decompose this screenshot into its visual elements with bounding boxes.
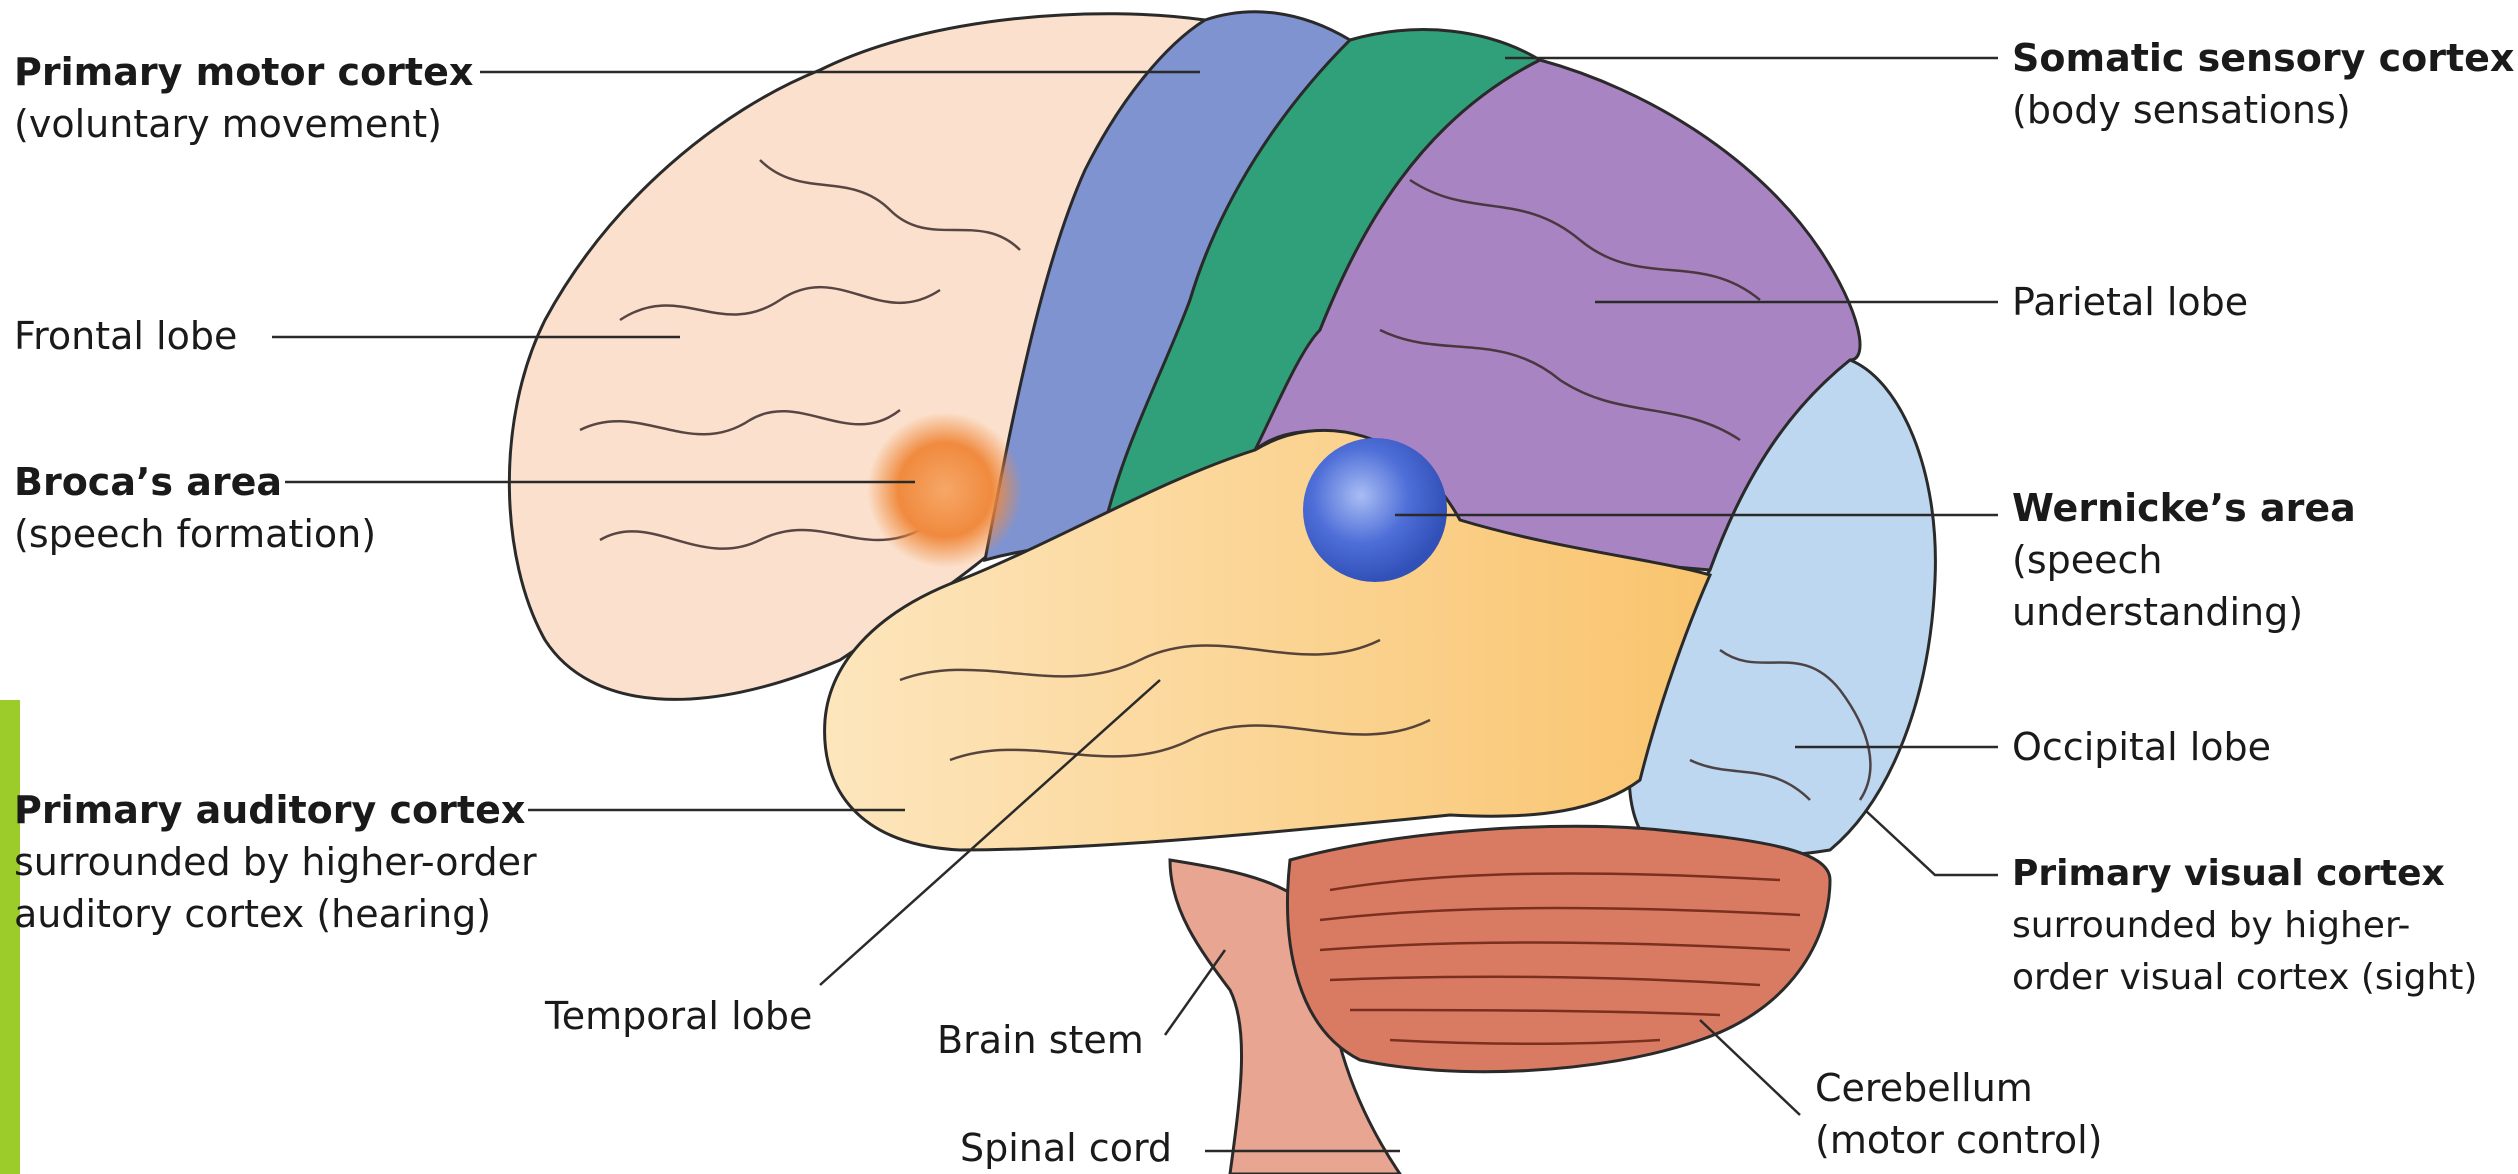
label-occipital-lobe: Occipital lobe [2012, 721, 2271, 773]
leader-temporal [819, 679, 1161, 986]
label-brain-stem-title: Brain stem [937, 1018, 1144, 1062]
label-temporal-lobe: Temporal lobe [545, 990, 812, 1042]
label-primary-motor-sub: (voluntary movement) [14, 102, 443, 146]
cerebellum-folia [1319, 872, 1801, 1045]
label-primary-auditory: Primary auditory cortex surrounded by hi… [14, 784, 537, 940]
label-brain-stem: Brain stem [937, 1014, 1144, 1066]
label-broca: Broca’s area (speech formation) [14, 456, 376, 560]
label-primary-motor: Primary motor cortex (voluntary movement… [14, 46, 473, 150]
label-frontal-lobe-title: Frontal lobe [14, 314, 238, 358]
broca-area-marker [867, 412, 1023, 568]
label-occipital-lobe-title: Occipital lobe [2012, 725, 2272, 769]
leader-cerebellum [1699, 1019, 1801, 1116]
cortex-gyri [579, 159, 1872, 801]
label-cerebellum-sub: (motor control) [1815, 1118, 2103, 1162]
temporal-lobe [823, 429, 1713, 852]
label-parietal-lobe-title: Parietal lobe [2012, 280, 2249, 324]
label-primary-auditory-sub2: auditory cortex (hearing) [14, 892, 492, 936]
label-broca-sub: (speech formation) [14, 512, 377, 556]
label-spinal-cord: Spinal cord [960, 1122, 1172, 1174]
leader-visual [1864, 809, 1998, 877]
label-primary-visual-sub2: order visual cortex (sight) [2012, 957, 2478, 998]
label-parietal-lobe: Parietal lobe [2012, 276, 2248, 328]
label-primary-auditory-title: Primary auditory cortex [14, 788, 526, 832]
label-somatic-sensory: Somatic sensory cortex (body sensations) [2012, 32, 2514, 136]
label-cerebellum-title: Cerebellum [1815, 1066, 2033, 1110]
label-wernicke: Wernicke’s area (speech understanding) [2012, 482, 2356, 638]
leader-lines [272, 56, 1998, 1153]
label-frontal-lobe: Frontal lobe [14, 310, 237, 362]
wernicke-area-marker [1303, 438, 1447, 582]
accent-bar [0, 700, 20, 1174]
label-primary-visual: Primary visual cortex surrounded by high… [2012, 848, 2477, 1004]
label-somatic-sensory-sub: (body sensations) [2012, 88, 2351, 132]
label-primary-motor-title: Primary motor cortex [14, 50, 474, 94]
label-primary-visual-title: Primary visual cortex [2012, 853, 2445, 894]
label-cerebellum: Cerebellum (motor control) [1815, 1062, 2103, 1166]
label-wernicke-sub2: understanding) [2012, 590, 2304, 634]
label-primary-auditory-sub1: surrounded by higher-order [14, 840, 537, 884]
label-spinal-cord-title: Spinal cord [960, 1126, 1173, 1170]
label-wernicke-sub1: (speech [2012, 538, 2163, 582]
leader-brainstem [1163, 949, 1227, 1036]
label-primary-visual-sub1: surrounded by higher- [2012, 905, 2411, 946]
label-temporal-lobe-title: Temporal lobe [545, 994, 813, 1038]
label-wernicke-title: Wernicke’s area [2012, 486, 2356, 530]
label-broca-title: Broca’s area [14, 460, 283, 504]
label-somatic-sensory-title: Somatic sensory cortex [2012, 36, 2515, 80]
